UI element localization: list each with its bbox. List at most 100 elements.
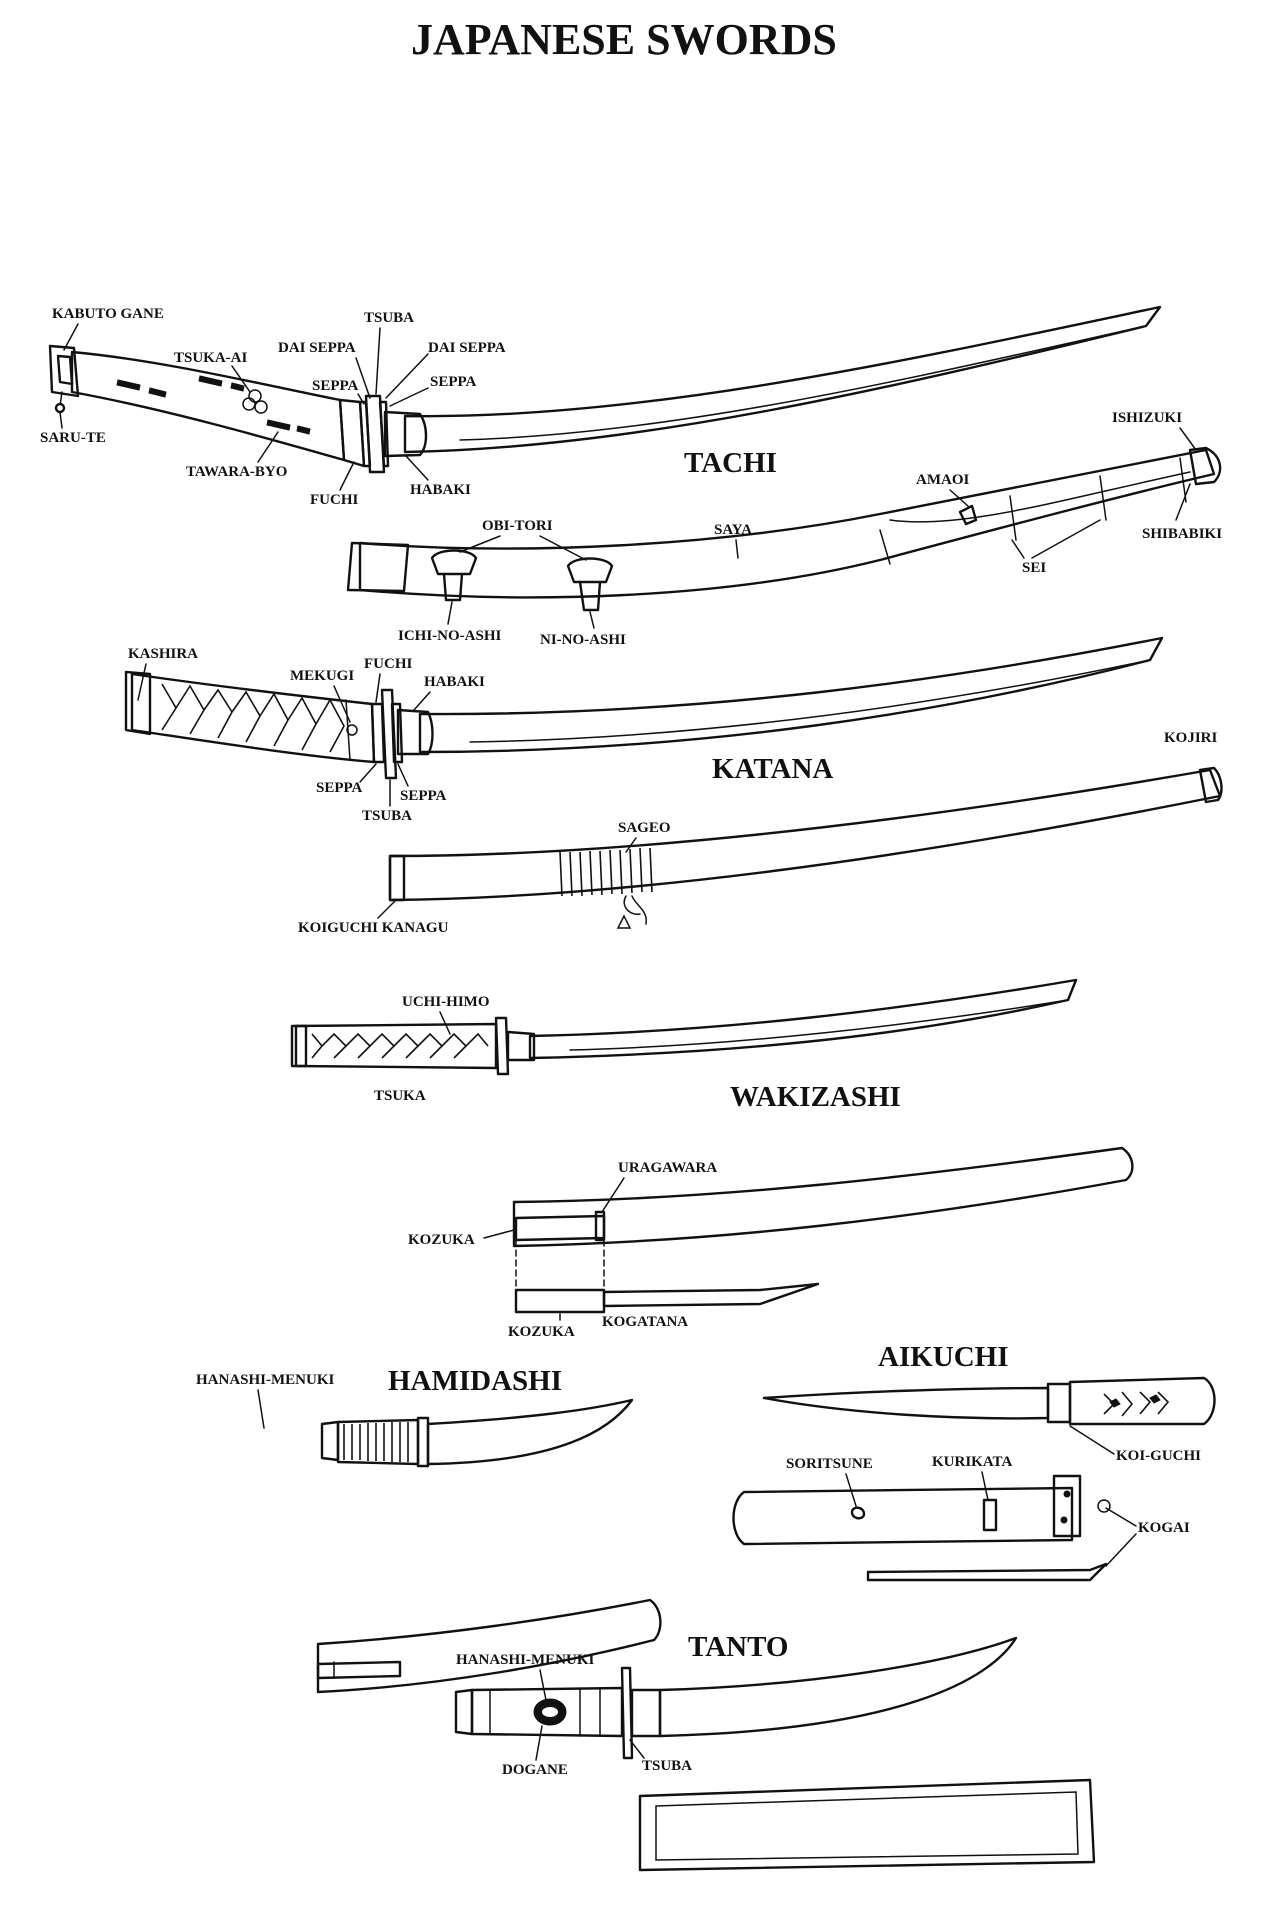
tanto-blade — [658, 1636, 1018, 1738]
wakizashi-kozuka-drawn — [514, 1288, 606, 1314]
label-soritsune: SORITSUNE — [786, 1456, 873, 1472]
hamidashi-wrap — [343, 1422, 409, 1462]
katana-koiguchi — [388, 854, 406, 902]
label-hanashi-menuki-hamidashi: HANASHI-MENUKI — [196, 1372, 335, 1388]
tachi-name: TACHI — [684, 447, 777, 479]
label-kojiri: KOJIRI — [1164, 730, 1218, 746]
label-sei: SEI — [1022, 560, 1046, 576]
katana-blade-edge-line — [469, 659, 1151, 743]
page-title: JAPANESE SWORDS — [411, 15, 837, 64]
tachi-hilt — [70, 350, 346, 462]
tanto-tsuka-bands — [489, 1687, 601, 1737]
label-ni-no-ashi: NI-NO-ASHI — [540, 632, 626, 648]
label-dai-seppa-left: DAI SEPPA — [278, 340, 356, 356]
katana-hilt — [130, 672, 376, 764]
tachi-habaki — [383, 410, 428, 458]
hamidashi-kashira — [320, 1420, 340, 1462]
label-hanashi-menuki-tanto: HANASHI-MENUKI — [456, 1652, 595, 1668]
katana-mekugi — [346, 724, 358, 736]
aikuchi-name: AIKUCHI — [878, 1341, 1009, 1373]
wakizashi-kozuka-handle — [514, 1214, 606, 1242]
wakizashi-tsuka — [294, 1022, 498, 1070]
label-uchi-himo: UCHI-HIMO — [402, 994, 490, 1010]
katana-kashira — [124, 670, 152, 736]
aikuchi-kogai — [866, 1562, 1108, 1582]
wakizashi-blade-edge-line — [569, 999, 1069, 1051]
label-kozuka-bottom: KOZUKA — [508, 1324, 575, 1340]
hamidashi-sword — [316, 1398, 662, 1694]
label-fuchi-tachi: FUCHI — [310, 492, 358, 508]
katana-habaki — [396, 708, 434, 756]
label-kogai: KOGAI — [1138, 1520, 1190, 1536]
katana-blade — [418, 636, 1164, 754]
hamidashi-name: HAMIDASHI — [388, 1365, 562, 1397]
tachi-ni-no-ashi — [566, 557, 614, 612]
tanto-sword — [454, 1636, 1096, 1872]
label-tsuba-katana: TSUBA — [362, 808, 412, 824]
label-mekugi: MEKUGI — [290, 668, 354, 684]
tachi-band-2 — [1099, 475, 1107, 521]
tachi-seppa-right — [378, 400, 390, 468]
label-saru-te: SARU-TE — [40, 430, 106, 446]
tachi-tsuka-ai-rings — [242, 389, 268, 414]
aikuchi-soritsune — [850, 1506, 866, 1520]
tanto-habaki — [630, 1688, 662, 1738]
tachi-kabuto-gane — [48, 344, 80, 398]
tachi-saya — [358, 448, 1216, 599]
tachi-amaoi — [958, 504, 978, 526]
wakizashi-kozuka-guide — [515, 1239, 605, 1291]
aikuchi-blade — [762, 1386, 1050, 1420]
tanto-name: TANTO — [688, 1631, 788, 1663]
label-tsuka: TSUKA — [374, 1088, 426, 1104]
wakizashi-name: WAKIZASHI — [730, 1081, 901, 1113]
tanto-tsuba — [620, 1666, 634, 1760]
wakizashi-tsuba — [494, 1016, 510, 1076]
hamidashi-labels: HANASHI-MENUKI — [196, 1372, 335, 1429]
wakizashi-tsuka-ito-wrap — [311, 1032, 489, 1059]
label-seppa-katana-right: SEPPA — [400, 788, 447, 804]
tachi-band-1 — [1009, 495, 1017, 541]
katana-sageo-wrap — [559, 847, 653, 897]
label-seppa-tachi-right: SEPPA — [430, 374, 477, 390]
tachi-koiguchi — [346, 541, 410, 593]
tachi-sword — [48, 305, 1222, 612]
aikuchi-kurikata — [982, 1498, 998, 1532]
label-kashira: KASHIRA — [128, 646, 198, 662]
tanto-tsuka — [470, 1686, 624, 1738]
label-habaki-tachi: HABAKI — [410, 482, 471, 498]
wakizashi-blade — [528, 978, 1078, 1060]
label-tsuba-tanto: TSUBA — [642, 1758, 692, 1774]
tachi-shibabiki-line — [889, 471, 1191, 523]
wakizashi-saya — [512, 1146, 1134, 1248]
katana-seppa-right — [390, 702, 404, 764]
label-kabuto-gane: KABUTO GANE — [52, 306, 164, 322]
katana-fuchi-line — [345, 699, 351, 761]
aikuchi-tsuka — [1068, 1376, 1216, 1426]
label-uragawara: URAGAWARA — [618, 1160, 717, 1176]
katana-kojiri-cap — [1198, 766, 1223, 804]
wakizashi-kashira — [290, 1024, 308, 1068]
aikuchi-kogai-fitting — [1052, 1474, 1082, 1538]
tachi-ichi-no-ashi — [430, 549, 478, 602]
label-fuchi-katana: FUCHI — [364, 656, 412, 672]
label-dai-seppa-right: DAI SEPPA — [428, 340, 506, 356]
label-sageo: SAGEO — [618, 820, 671, 836]
label-tsuka-ai: TSUKA-AI — [174, 350, 248, 366]
label-koiguchi-kanagu: KOIGUCHI KANAGU — [298, 920, 449, 936]
aikuchi-sword — [732, 1376, 1216, 1582]
aikuchi-koi-guchi-fitting — [1046, 1382, 1072, 1424]
tachi-blade — [403, 305, 1162, 454]
label-habaki-katana: HABAKI — [424, 674, 485, 690]
label-tawara-byo: TAWARA-BYO — [186, 464, 287, 480]
katana-labels: KASHIRA MEKUGI FUCHI HABAKI SEPPA SEPPA … — [128, 646, 1218, 936]
label-amaoi: AMAOI — [916, 472, 969, 488]
wakizashi-labels: UCHI-HIMO TSUKA URAGAWARA KOZUKA KOZUKA … — [374, 994, 717, 1340]
label-kurikata: KURIKATA — [932, 1454, 1012, 1470]
tachi-kabuto-gane-inner — [56, 354, 74, 386]
katana-saya — [388, 768, 1222, 902]
label-obi-tori: OBI-TORI — [482, 518, 553, 534]
aikuchi-menuki — [1109, 1394, 1161, 1408]
wakizashi-sword — [290, 978, 1134, 1314]
tanto-kashira — [454, 1688, 474, 1736]
